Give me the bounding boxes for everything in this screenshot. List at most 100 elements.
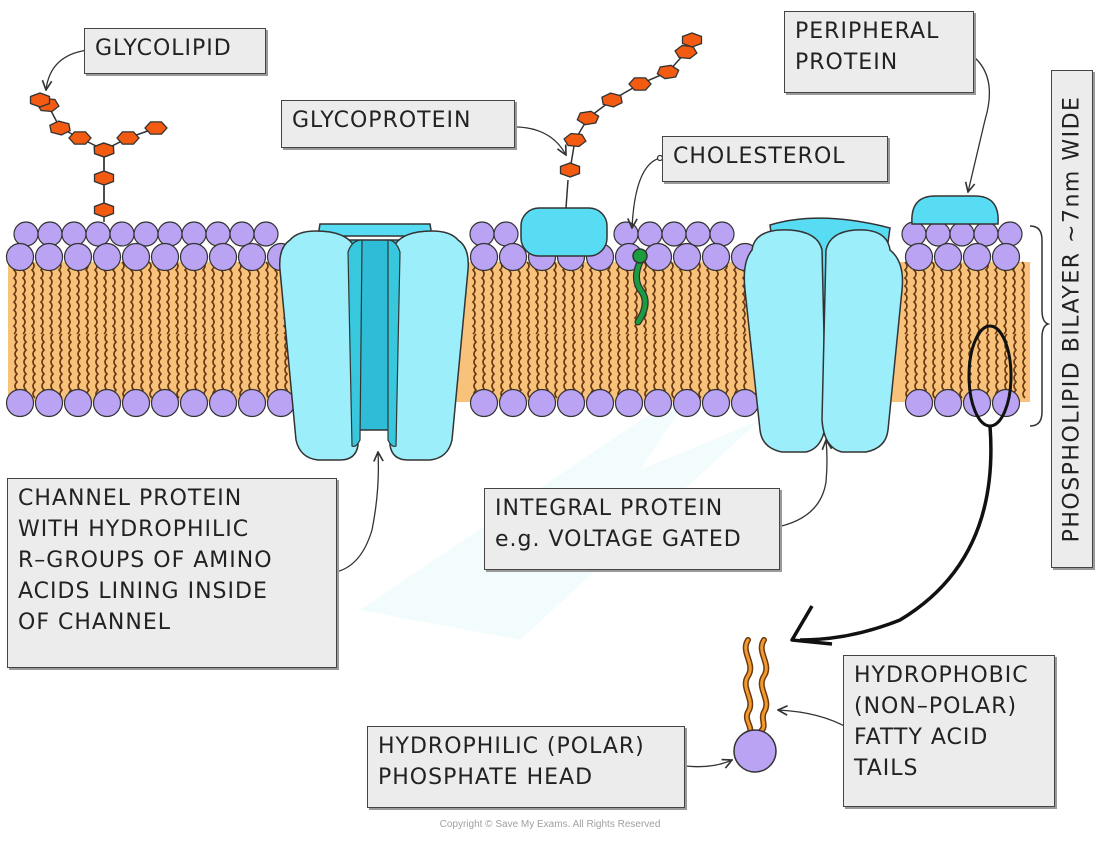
tail-line-bottom — [1013, 333, 1018, 399]
cholesterol-molecule — [632, 248, 649, 326]
phosphate-head — [34, 388, 64, 418]
phosphate-head — [179, 242, 209, 272]
tail-line-top — [111, 261, 116, 335]
phosphate-head — [179, 388, 209, 418]
tail-line-top — [57, 261, 62, 335]
tail-line-top — [525, 261, 530, 335]
tail-line-top — [723, 261, 728, 335]
bilayer-width-label: PHOSPHOLIPID BILAYER ~7nm WIDE — [1051, 70, 1093, 568]
phosphate-head — [661, 221, 687, 247]
phosphate-head — [61, 221, 87, 247]
phosphate-head — [205, 221, 231, 247]
tail-line-bottom — [1022, 333, 1027, 399]
tail-line-top — [687, 261, 692, 335]
tail-line-top — [84, 261, 89, 335]
phosphate-head — [37, 221, 63, 247]
tail-line-top — [669, 261, 674, 335]
tail-line-bottom — [986, 333, 991, 399]
tail-line-bottom — [581, 333, 586, 399]
phosphate-head — [925, 221, 951, 247]
tail-line-bottom — [545, 333, 550, 399]
tail-line-bottom — [500, 333, 505, 399]
phosphate-head — [157, 221, 183, 247]
sugar-unit — [559, 162, 581, 178]
phosphate-head — [150, 388, 180, 418]
hydrophilic-head-label: HYDROPHILIC (POLAR) PHOSPHATE HEAD — [367, 726, 685, 808]
bilayer-brace — [1029, 225, 1051, 427]
tail-line-bottom — [509, 333, 514, 399]
phosphate-head — [962, 242, 992, 272]
tail-line-top — [912, 261, 917, 335]
sugar-unit — [576, 110, 600, 126]
tail-line-bottom — [617, 333, 622, 399]
tail-line-bottom — [77, 333, 82, 399]
tail-line-top — [660, 261, 665, 335]
tail-line-bottom — [689, 333, 694, 399]
tail-line-top — [696, 261, 701, 335]
tail-line-top — [606, 261, 611, 335]
tail-line-bottom — [707, 333, 712, 399]
channel-protein-line-4: ACIDS LINING INSIDE — [18, 579, 268, 604]
tail-line-top — [939, 261, 944, 335]
tail-line-top — [1020, 261, 1025, 335]
tail-line-bottom — [32, 333, 37, 399]
phosphate-head — [493, 221, 519, 247]
tail-line-top — [489, 261, 494, 335]
phosphate-head — [266, 388, 296, 418]
tail-line-bottom — [563, 333, 568, 399]
integral-protein-line-2: e.g. VOLTAGE GATED — [495, 527, 742, 552]
tail-line-top — [102, 261, 107, 335]
phosphate-head — [63, 242, 93, 272]
tail-line-top — [219, 261, 224, 335]
sugar-unit — [656, 64, 680, 80]
phosphate-head — [469, 388, 499, 418]
tail-line-bottom — [113, 333, 118, 399]
phosphate-head — [614, 388, 644, 418]
phosphate-head — [701, 242, 731, 272]
phosphate-head — [701, 388, 731, 418]
sugar-unit — [49, 120, 71, 136]
phosphate-head — [643, 388, 673, 418]
hydrophobic-tails-line-4: TAILS — [854, 756, 919, 781]
sugar-unit — [628, 77, 652, 91]
tail-line-top — [615, 261, 620, 335]
glycolipid-sugar-chain — [29, 92, 168, 222]
tail-line-top — [273, 261, 278, 335]
tail-line-top — [183, 261, 188, 335]
hydrophobic-tails-line-1: HYDROPHOBIC — [854, 663, 1029, 688]
tail-line-top — [129, 261, 134, 335]
tail-line-top — [498, 261, 503, 335]
sugar-unit — [116, 131, 140, 145]
phosphate-head — [901, 221, 927, 247]
tail-line-bottom — [239, 333, 244, 399]
tail-line-top — [516, 261, 521, 335]
tail-line-bottom — [626, 333, 631, 399]
tail-line-top — [39, 261, 44, 335]
tail-line-bottom — [554, 333, 559, 399]
tail-line-top — [147, 261, 152, 335]
phosphate-head — [208, 388, 238, 418]
phosphate-head — [904, 242, 934, 272]
tail-line-bottom — [131, 333, 136, 399]
tail-line-bottom — [194, 333, 199, 399]
cholesterol-text: CHOLESTEROL — [673, 144, 846, 169]
tail-line-top — [480, 261, 485, 335]
tail-line-bottom — [212, 333, 217, 399]
phosphate-head — [498, 242, 528, 272]
tail-line-top — [534, 261, 539, 335]
copyright-notice: Copyright © Save My Exams. All Rights Re… — [439, 819, 661, 830]
tail-line-top — [678, 261, 683, 335]
tail-line-bottom — [140, 333, 145, 399]
tail-line-top — [984, 261, 989, 335]
glycolipid-label: GLYCOLIPID — [84, 28, 266, 74]
tail-line-bottom — [608, 333, 613, 399]
tail-line-bottom — [995, 333, 1000, 399]
tail-line-bottom — [203, 333, 208, 399]
tail-line-top — [561, 261, 566, 335]
tail-line-bottom — [518, 333, 523, 399]
glycoprotein-sugar-chain — [559, 32, 703, 209]
tail-line-bottom — [914, 333, 919, 399]
phosphate-head — [585, 388, 615, 418]
tail-line-bottom — [473, 333, 478, 399]
tail-line-bottom — [959, 333, 964, 399]
